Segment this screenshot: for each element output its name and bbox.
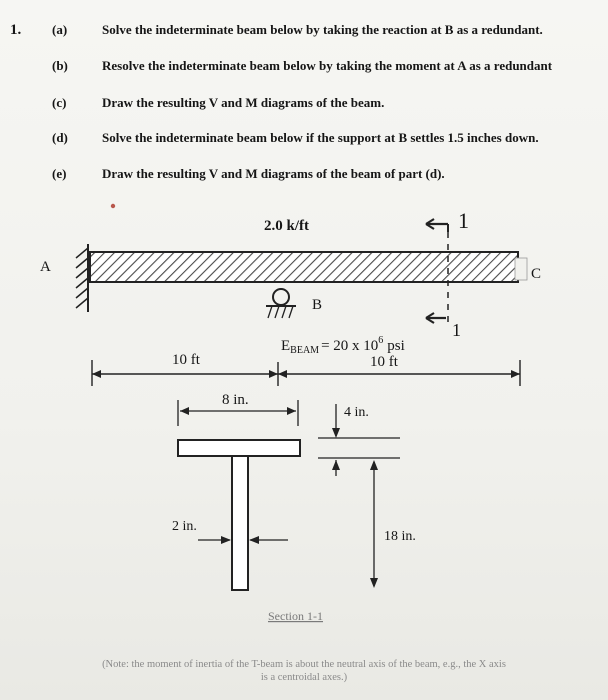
part-text: Solve the indeterminate beam below if th… <box>102 130 539 145</box>
t-section <box>177 439 301 591</box>
footnote-line-1: (Note: the moment of inertia of the T-be… <box>102 659 506 670</box>
fixed-support-a <box>75 244 89 312</box>
part-label: (c) <box>52 95 67 110</box>
point-a-label: A <box>40 259 51 275</box>
span-bc-label: 10 ft <box>370 354 399 370</box>
flange-thickness-dimension <box>318 404 400 476</box>
flange-width-label: 8 in. <box>222 392 249 408</box>
beam-end <box>514 257 528 281</box>
section-mark-top: 1 <box>458 208 469 233</box>
part-text: Draw the resulting V and M diagrams of t… <box>102 95 385 110</box>
part-label: (e) <box>52 166 67 181</box>
beam <box>89 251 519 283</box>
depth-label: 18 in. <box>384 529 416 544</box>
problem-number: 1. <box>10 22 22 38</box>
part-text: Draw the resulting V and M diagrams of t… <box>102 166 445 181</box>
web-thickness-dimension <box>198 536 288 544</box>
point-b-label: B <box>312 297 322 313</box>
section-cut-bottom <box>425 312 446 324</box>
section-mark-bottom: 1 <box>452 320 461 340</box>
load-label: 2.0 k/ft <box>264 218 309 234</box>
section-caption: Section 1-1 <box>268 609 323 623</box>
flange-width-dimension <box>177 400 299 426</box>
span-ab-label: 10 ft <box>172 352 201 368</box>
part-text: Solve the indeterminate beam below by ta… <box>102 22 543 37</box>
section-cut-top <box>425 218 449 232</box>
flange-thickness-label: 4 in. <box>344 405 369 420</box>
web-thickness-label: 2 in. <box>172 519 197 534</box>
pin-support-b <box>266 288 296 319</box>
span-dimension <box>91 360 521 386</box>
part-label: (a) <box>52 22 68 37</box>
footnote: (Note: the moment of inertia of the T-be… <box>12 658 596 684</box>
depth-dimension <box>370 460 378 588</box>
part-label: (b) <box>52 58 68 73</box>
stray-dot <box>110 203 116 209</box>
point-c-label: C <box>531 266 541 282</box>
part-label: (d) <box>52 130 68 145</box>
part-text: Resolve the indeterminate beam below by … <box>102 58 553 73</box>
footnote-line-2: is a centroidal axes.) <box>260 672 348 683</box>
